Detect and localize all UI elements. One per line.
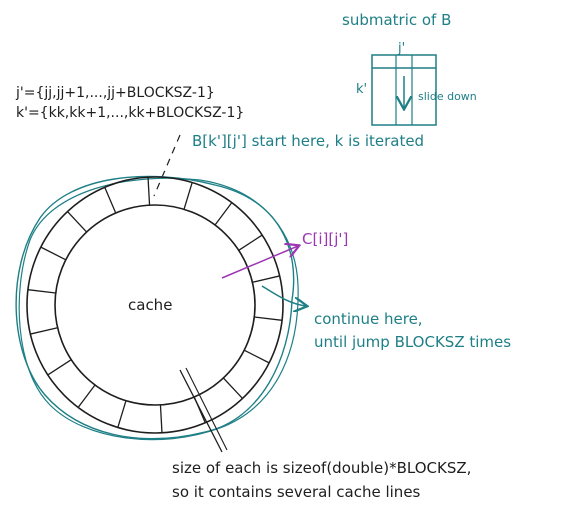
target-label: C[i][j'] [302, 230, 348, 248]
cache-label: cache [128, 296, 172, 314]
start-here-label: B[k'][j'] start here, k is iterated [192, 132, 424, 150]
submatrix-title: submatric of B [342, 11, 451, 29]
submatrix-b: submatric of B j' k' slide down [342, 11, 477, 126]
cache-ring: cache [15, 175, 299, 441]
size-pointer [179, 369, 223, 453]
j-prime-range: j'={jj,jj+1,...,jj+BLOCKSZ-1} [15, 85, 215, 101]
cache-inner-circle [54, 204, 256, 406]
cache-segment-divider [243, 349, 270, 364]
continue-line-2: until jump BLOCKSZ times [314, 333, 511, 351]
cache-segment-divider [77, 384, 96, 408]
start-here-pointer [153, 134, 181, 197]
target-arrow [221, 246, 298, 279]
size-line-2: so it contains several cache lines [172, 483, 421, 501]
cache-segment-divider [147, 177, 151, 206]
cache-segment-divider [40, 246, 67, 261]
size-pointer-2 [185, 367, 228, 451]
cache-outer-circle [26, 176, 284, 434]
cache-segment-divider [30, 327, 58, 335]
cache-segment-divider [238, 234, 263, 251]
cache-segment-divider [214, 202, 233, 226]
submatrix-col-label: j' [397, 41, 405, 56]
size-line-1: size of each is sizeof(double)*BLOCKSZ, [172, 459, 471, 477]
cache-segment-divider [27, 289, 56, 294]
cache-segment-divider [104, 187, 117, 214]
cache-segment-divider [117, 400, 127, 428]
k-prime-range: k'={kk,kk+1,...,kk+BLOCKSZ-1} [16, 105, 244, 121]
cache-segment-divider [252, 275, 280, 283]
submatrix-row-label: k' [356, 82, 367, 97]
cache-segment-divider [222, 377, 243, 399]
cache-segment-divider [183, 182, 193, 210]
cache-segment-divider [254, 316, 283, 321]
submatrix-box [371, 54, 437, 126]
continue-line-1: continue here, [314, 310, 423, 328]
cache-outline-sketch-2 [18, 177, 299, 441]
continue-arrow [261, 285, 306, 306]
cache-segment-divider [67, 211, 88, 233]
cache-segment-divider [159, 404, 163, 433]
cache-segment-divider [47, 359, 72, 376]
slide-down-label: slide down [418, 90, 477, 103]
